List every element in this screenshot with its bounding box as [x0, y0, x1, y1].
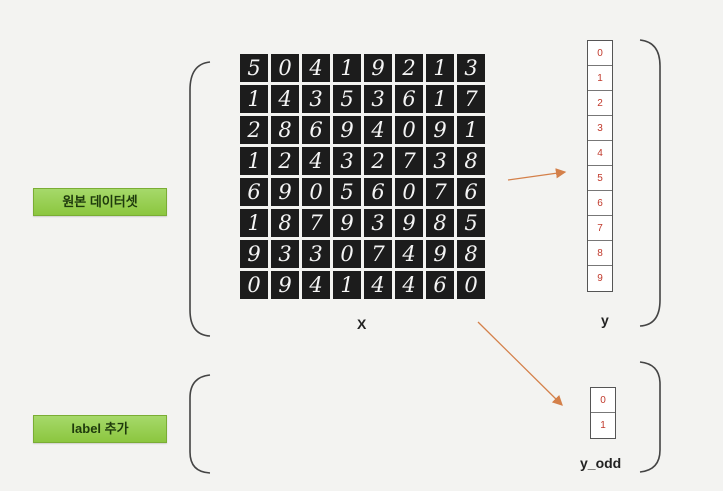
digit-image-cell: 6 — [395, 85, 423, 113]
digit-image-cell: 7 — [364, 240, 392, 268]
digit-image-cell: 9 — [271, 178, 299, 206]
original-dataset-label: 원본 데이터셋 — [33, 188, 167, 216]
right-brace-top — [639, 39, 661, 327]
digit-image-cell: 9 — [333, 116, 361, 144]
digit-image-cell: 0 — [395, 116, 423, 144]
digit-image-cell: 2 — [240, 116, 268, 144]
digit-image-cell: 9 — [426, 240, 454, 268]
vector-cell: 0 — [588, 41, 612, 66]
digit-image-cell: 5 — [457, 209, 485, 237]
x-caption: X — [357, 316, 367, 332]
digit-image-cell: 8 — [271, 209, 299, 237]
digit-image-cell: 4 — [364, 271, 392, 299]
digit-image-cell: 0 — [395, 178, 423, 206]
digit-image-cell: 6 — [364, 178, 392, 206]
digit-image-cell: 3 — [302, 240, 330, 268]
digit-image-cell: 3 — [364, 209, 392, 237]
digit-image-cell: 3 — [302, 85, 330, 113]
digit-image-cell: 6 — [426, 271, 454, 299]
digit-image-cell: 4 — [302, 271, 330, 299]
digit-image-cell: 4 — [302, 54, 330, 82]
digit-image-cell: 9 — [240, 240, 268, 268]
vector-cell: 3 — [588, 116, 612, 141]
digit-image-cell: 2 — [271, 147, 299, 175]
digit-image-cell: 7 — [302, 209, 330, 237]
digit-image-cell: 4 — [271, 85, 299, 113]
digit-image-cell: 3 — [333, 147, 361, 175]
vector-cell: 4 — [588, 141, 612, 166]
digit-image-cell: 1 — [333, 271, 361, 299]
digit-image-cell: 3 — [364, 85, 392, 113]
digit-image-cell: 0 — [302, 178, 330, 206]
digit-image-cell: 4 — [364, 116, 392, 144]
digit-image-cell: 1 — [426, 54, 454, 82]
vector-cell: 2 — [588, 91, 612, 116]
digit-image-cell: 6 — [302, 116, 330, 144]
digit-image-cell: 3 — [457, 54, 485, 82]
digit-image-cell: 9 — [426, 116, 454, 144]
digit-image-cell: 1 — [240, 85, 268, 113]
digit-image-cell: 0 — [333, 240, 361, 268]
digit-image-cell: 8 — [457, 240, 485, 268]
vector-cell: 8 — [588, 241, 612, 266]
digit-image-cell: 1 — [426, 85, 454, 113]
right-brace-bottom — [639, 361, 661, 473]
digit-image-cell: 9 — [333, 209, 361, 237]
digit-image-cell: 5 — [333, 178, 361, 206]
digit-image-cell: 0 — [240, 271, 268, 299]
vector-cell: 0 — [591, 388, 615, 413]
digit-image-cell: 1 — [457, 116, 485, 144]
digit-image-cell: 8 — [457, 147, 485, 175]
digit-image-cell: 6 — [240, 178, 268, 206]
digit-image-cell: 4 — [395, 271, 423, 299]
arrow-x-to-y — [507, 168, 567, 181]
vector-cell: 5 — [588, 166, 612, 191]
digit-image-cell: 8 — [271, 116, 299, 144]
vector-cell: 6 — [588, 191, 612, 216]
digit-image-cell: 0 — [457, 271, 485, 299]
digit-image-cell: 4 — [395, 240, 423, 268]
digit-image-cell: 4 — [302, 147, 330, 175]
digit-image-cell: 2 — [395, 54, 423, 82]
digit-image-cell: 8 — [426, 209, 454, 237]
digit-image-cell: 1 — [240, 209, 268, 237]
digit-image-cell: 9 — [271, 271, 299, 299]
digit-image-cell: 3 — [271, 240, 299, 268]
vector-cell: 9 — [597, 273, 603, 284]
digit-image-cell: 0 — [271, 54, 299, 82]
y-odd-caption: y_odd — [580, 455, 622, 471]
arrow-x-to-yodd — [477, 321, 563, 406]
digit-image-cell: 1 — [333, 54, 361, 82]
digit-image-cell: 5 — [333, 85, 361, 113]
vector-cell: 7 — [588, 216, 612, 241]
digit-image-cell: 7 — [457, 85, 485, 113]
vector-cell: 1 — [600, 420, 606, 431]
add-label-label: label 추가 — [33, 415, 167, 443]
digit-image-cell: 6 — [457, 178, 485, 206]
vector-cell: 1 — [588, 66, 612, 91]
left-brace-top — [189, 61, 211, 337]
digit-image-cell: 3 — [426, 147, 454, 175]
digit-image-cell: 9 — [364, 54, 392, 82]
digit-image-cell: 9 — [395, 209, 423, 237]
digit-image-cell: 2 — [364, 147, 392, 175]
y-caption: y — [601, 312, 609, 328]
left-brace-bottom — [189, 374, 211, 474]
digit-image-cell: 1 — [240, 147, 268, 175]
digit-image-cell: 7 — [426, 178, 454, 206]
digit-image-cell: 7 — [395, 147, 423, 175]
digit-image-cell: 5 — [240, 54, 268, 82]
